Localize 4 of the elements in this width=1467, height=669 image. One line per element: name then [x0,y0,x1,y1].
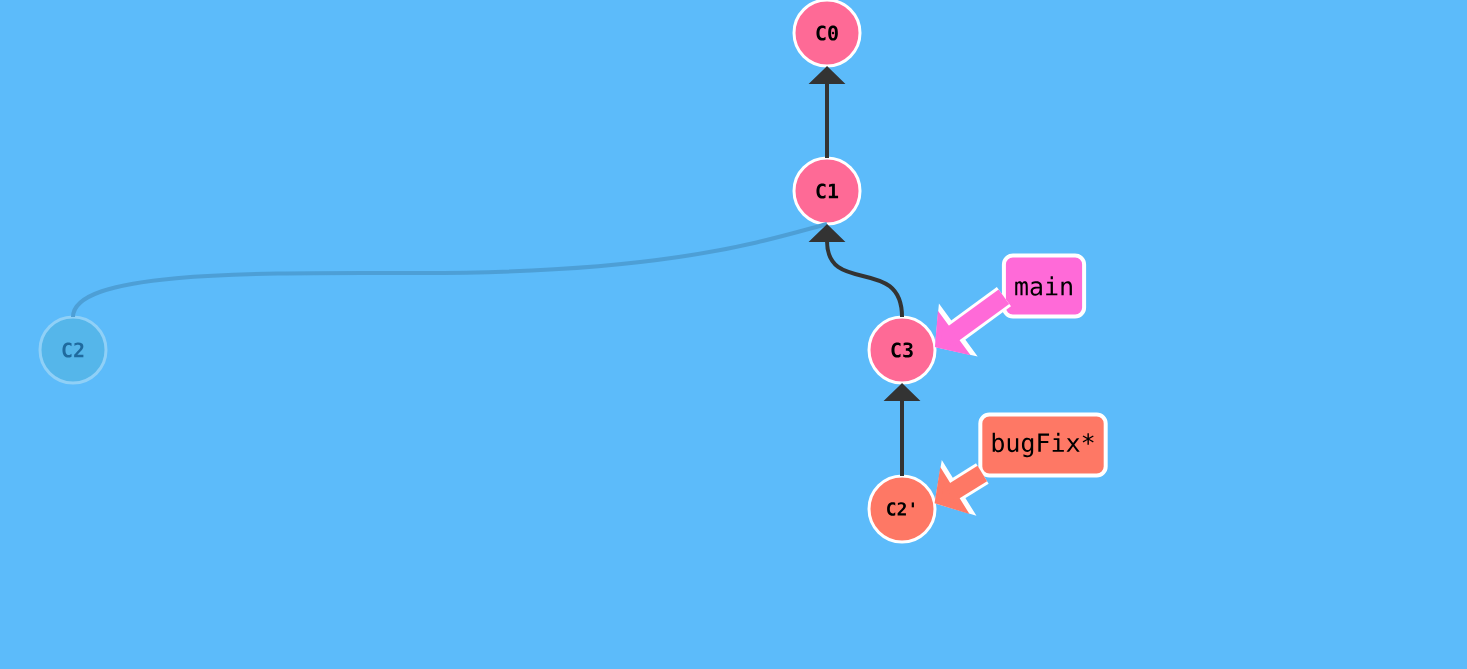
branch-label: main [1001,253,1087,319]
arrow [808,224,904,318]
connector-line [71,222,828,318]
branch-label: bugFix* [978,412,1108,478]
